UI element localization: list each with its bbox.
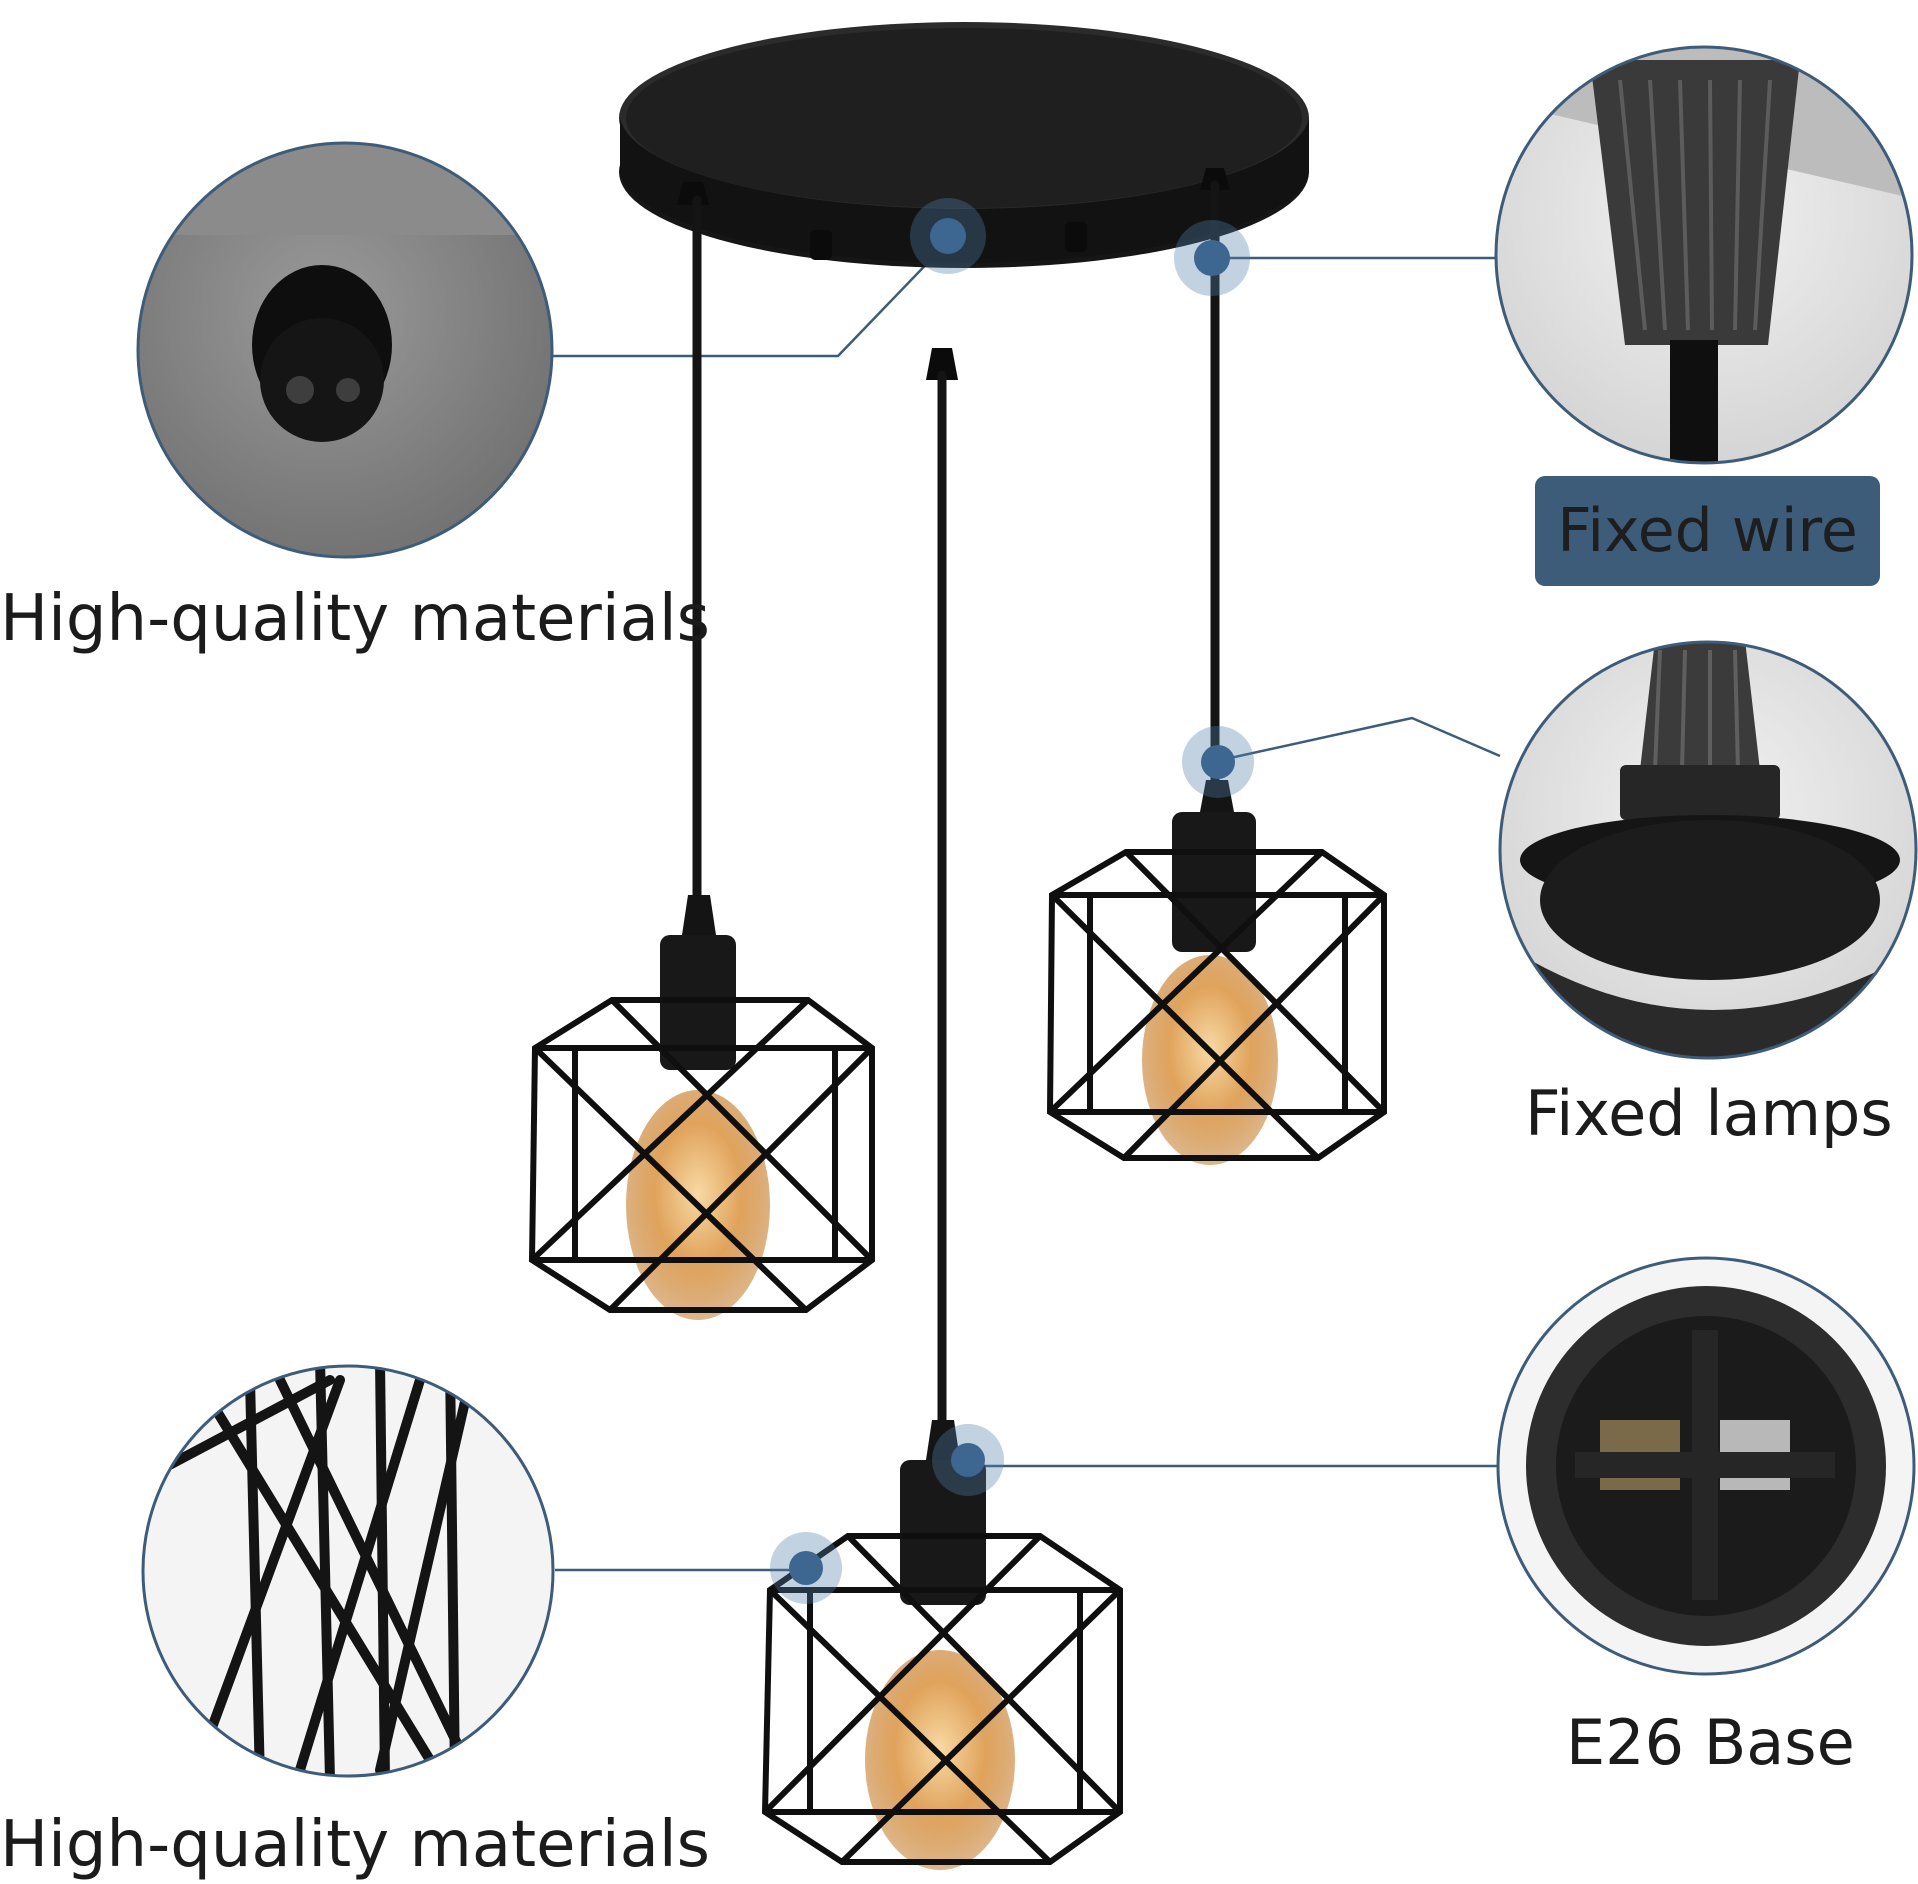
callout-high-quality-materials-top: High-quality materials — [0, 582, 710, 656]
detail-circle-fixed-lamps — [1498, 640, 1918, 1060]
pendant-lamp-left — [528, 895, 875, 1320]
detail-circle-e26-socket — [1496, 1256, 1916, 1676]
pendant-lamp-right — [1046, 780, 1387, 1165]
hotspots — [770, 198, 1254, 1604]
connector-fixed-lamps — [1211, 716, 1501, 764]
fixed-wire-label: Fixed wire — [1557, 496, 1858, 566]
pendant-cords — [692, 180, 1220, 1435]
fixed-wire-badge: Fixed wire — [1535, 476, 1880, 586]
detail-circle-canopy — [136, 141, 554, 559]
detail-circle-cage — [141, 1364, 555, 1778]
connector-canopy — [552, 249, 941, 358]
callout-e26-base: E26 Base — [1566, 1706, 1855, 1779]
callout-fixed-lamps: Fixed lamps — [1525, 1077, 1893, 1150]
detail-circle-fixed-wire — [1494, 45, 1914, 465]
canopy-plate — [619, 22, 1309, 380]
callout-high-quality-materials-bottom: High-quality materials — [0, 1808, 710, 1882]
callout-lines — [552, 249, 1501, 1572]
pendant-lamp-center — [761, 1420, 1123, 1870]
